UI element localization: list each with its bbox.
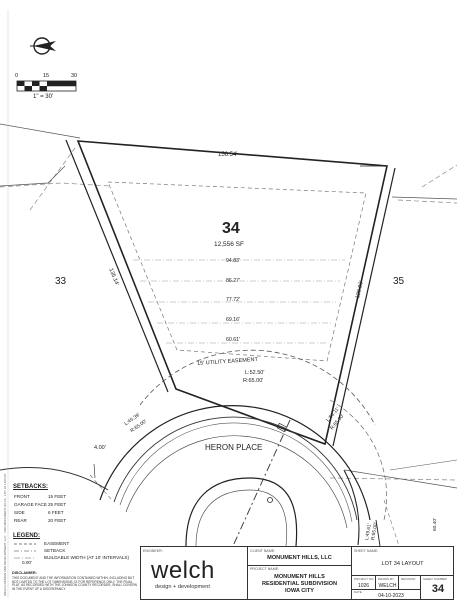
buildable-width-lines	[133, 259, 345, 344]
street-centerline	[232, 419, 291, 546]
scale-bar	[16, 80, 77, 92]
project-line-3: IOWA CITY	[284, 588, 314, 594]
scale-tick-30: 30	[71, 73, 78, 79]
client-project-cell: CLIENT NAME: MONUMENT HILLS, LLC PROJECT…	[247, 547, 352, 599]
lot-front-width: 156.54'	[218, 152, 238, 158]
revision-header: REVISION	[401, 577, 416, 581]
adjacent-lot-33: 33	[55, 276, 67, 287]
project-line-1: MONUMENT HILLS	[274, 574, 325, 580]
title-block: ENGINEER: welch design + development CLI…	[140, 546, 454, 600]
lot-area: 12,556 SF	[214, 241, 244, 248]
setback-value: 25 FEET	[48, 502, 67, 507]
margin-note: WELCH DESIGN AND DEVELOPMENT, LLC · 1026…	[3, 473, 7, 596]
setback-value: 6 FEET	[48, 510, 64, 515]
lot-boundary	[76, 140, 388, 446]
buildable-width-5: 60.61'	[226, 337, 240, 343]
sheet-number-header: SHEET NUMBER	[423, 577, 447, 581]
date-value: 04-10-2023	[378, 593, 404, 599]
buildable-width-1: 94.83'	[226, 258, 240, 264]
setback-value: 20 FEET	[48, 518, 67, 523]
setback-label: GARAGE FACE	[14, 502, 47, 507]
setback-line	[107, 181, 367, 362]
curve-main-radius: R:65.00'	[243, 378, 264, 384]
sheet-name-header: SHEET NAME:	[354, 549, 379, 553]
drawn-by: WELCH	[378, 583, 397, 589]
client-name: MONUMENT HILLS, LLC	[267, 555, 332, 561]
legend-easement: EASEMENT	[44, 541, 70, 546]
disclaimer-title: DISCLAIMER:	[12, 571, 37, 575]
utility-easement-arc	[139, 349, 376, 426]
north-arrow-icon	[30, 37, 56, 55]
setback-row: SIDE 6 FEET	[14, 510, 64, 516]
engineer-header: ENGINEER:	[143, 549, 163, 553]
drawn-by-header: DRAWN BY	[378, 577, 395, 581]
welch-logo: welch design + development	[151, 557, 215, 591]
setback-row: GARAGE FACE25 FEET	[14, 502, 67, 508]
project-line-2: RESIDENTIAL SUBDIVISION	[261, 581, 338, 587]
project-no-header: PROJECT NO.	[354, 577, 375, 581]
curve-main-length: L:52.50'	[245, 370, 265, 376]
setback-label: REAR	[14, 518, 27, 523]
right-of-way-arc	[99, 405, 371, 521]
dimension-left: 4.00'	[94, 445, 106, 451]
legend-buildable-width: BUILDABLE WIDTH (AT 10' INTERVALS)	[44, 555, 130, 560]
buildable-width-3: 77.72'	[226, 297, 240, 303]
client-header: CLIENT NAME:	[250, 549, 276, 553]
cul-de-sac-island	[185, 477, 298, 546]
setback-value: 15 FEET	[48, 494, 67, 499]
scale-tick-15: 15	[43, 73, 50, 79]
project-header: PROJECT NAME:	[250, 567, 280, 571]
legend-setback: SETBACK	[44, 548, 66, 553]
logo-wordmark: welch	[151, 557, 215, 584]
adjacent-lot-lines	[0, 147, 457, 481]
street-name: HERON PLACE	[205, 443, 263, 452]
setbacks-title: SETBACKS:	[13, 484, 49, 490]
legend-title: LEGEND:	[13, 533, 40, 539]
disclaimer-text: THIS DOCUMENT AND THE INFORMATION CONTAI…	[12, 576, 137, 592]
buildable-width-2: 86.27'	[226, 278, 240, 284]
sheet-info-cell: SHEET NAME: LOT 34 LAYOUT PROJECT NO. 10…	[351, 547, 454, 599]
project-no: 1026	[357, 583, 370, 589]
buildable-width-4: 69.16'	[226, 317, 240, 323]
setback-label: SIDE	[14, 510, 25, 515]
legend-symbols	[14, 543, 36, 559]
date-header: DATE	[354, 590, 362, 594]
scale-tick-0: 0	[15, 73, 19, 79]
adjacent-lot-35: 35	[393, 276, 405, 287]
lot-number: 34	[222, 220, 240, 237]
scale-ratio: 1" = 30'	[33, 94, 54, 100]
dimension-right: 60.40'	[433, 518, 438, 531]
setback-label: FRONT	[14, 494, 30, 499]
logo-tagline: design + development	[155, 584, 210, 590]
legend-buildable-sample: 0.00'	[22, 560, 32, 565]
setback-row: REAR 20 FEET	[14, 518, 67, 524]
engineer-cell: ENGINEER: welch design + development	[141, 547, 247, 599]
sheet-name: LOT 34 LAYOUT	[381, 561, 424, 567]
setback-row: FRONT 15 FEET	[14, 494, 67, 500]
sheet-number: 34	[431, 583, 445, 595]
